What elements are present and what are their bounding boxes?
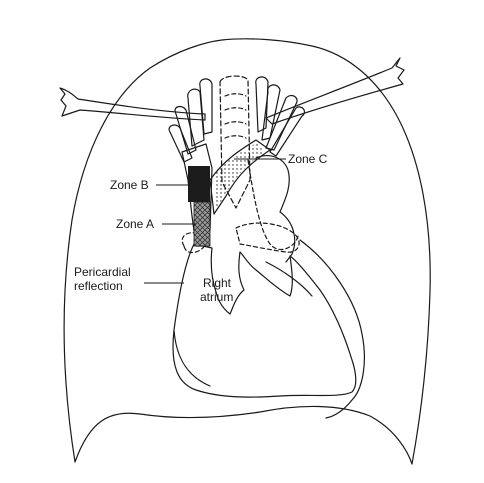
right-atrium-label-line2: atrium (200, 290, 233, 304)
brachiocephalic-vein (209, 139, 271, 215)
aortic-arch (255, 155, 296, 263)
zone-c-label: Zone C (288, 152, 328, 166)
right-atrium (172, 243, 357, 398)
left-clavicle (59, 87, 206, 121)
pericardial-label-line1: Pericardial (74, 265, 131, 279)
heart-contour (173, 329, 211, 387)
right-clavicle (265, 57, 405, 125)
pericardial-reflection-right (235, 222, 300, 253)
trachea (219, 75, 251, 209)
zone-b-label: Zone B (110, 178, 149, 192)
pericardial-reflection-left (181, 232, 207, 254)
right-jugular-vein (255, 76, 269, 133)
zone-a-label: Zone A (116, 217, 154, 231)
zone-b-region (188, 166, 210, 202)
zone-a-region (193, 201, 211, 247)
pericardial-label-line2: reflection (74, 279, 123, 293)
thorax-outline (63, 38, 431, 465)
right-atrium-label-line1: Right (203, 276, 232, 290)
